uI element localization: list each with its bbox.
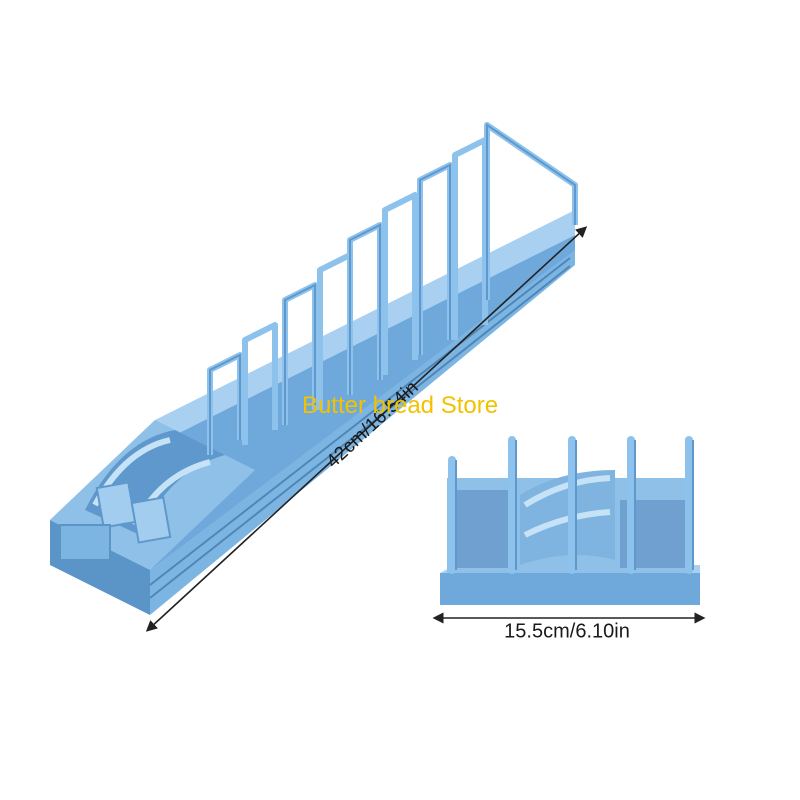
store-watermark: Butter bread Store <box>301 392 499 419</box>
length-arrow <box>145 226 588 632</box>
width-label: 15.5cm/6.10in <box>504 620 630 643</box>
short-organizer <box>440 436 700 605</box>
